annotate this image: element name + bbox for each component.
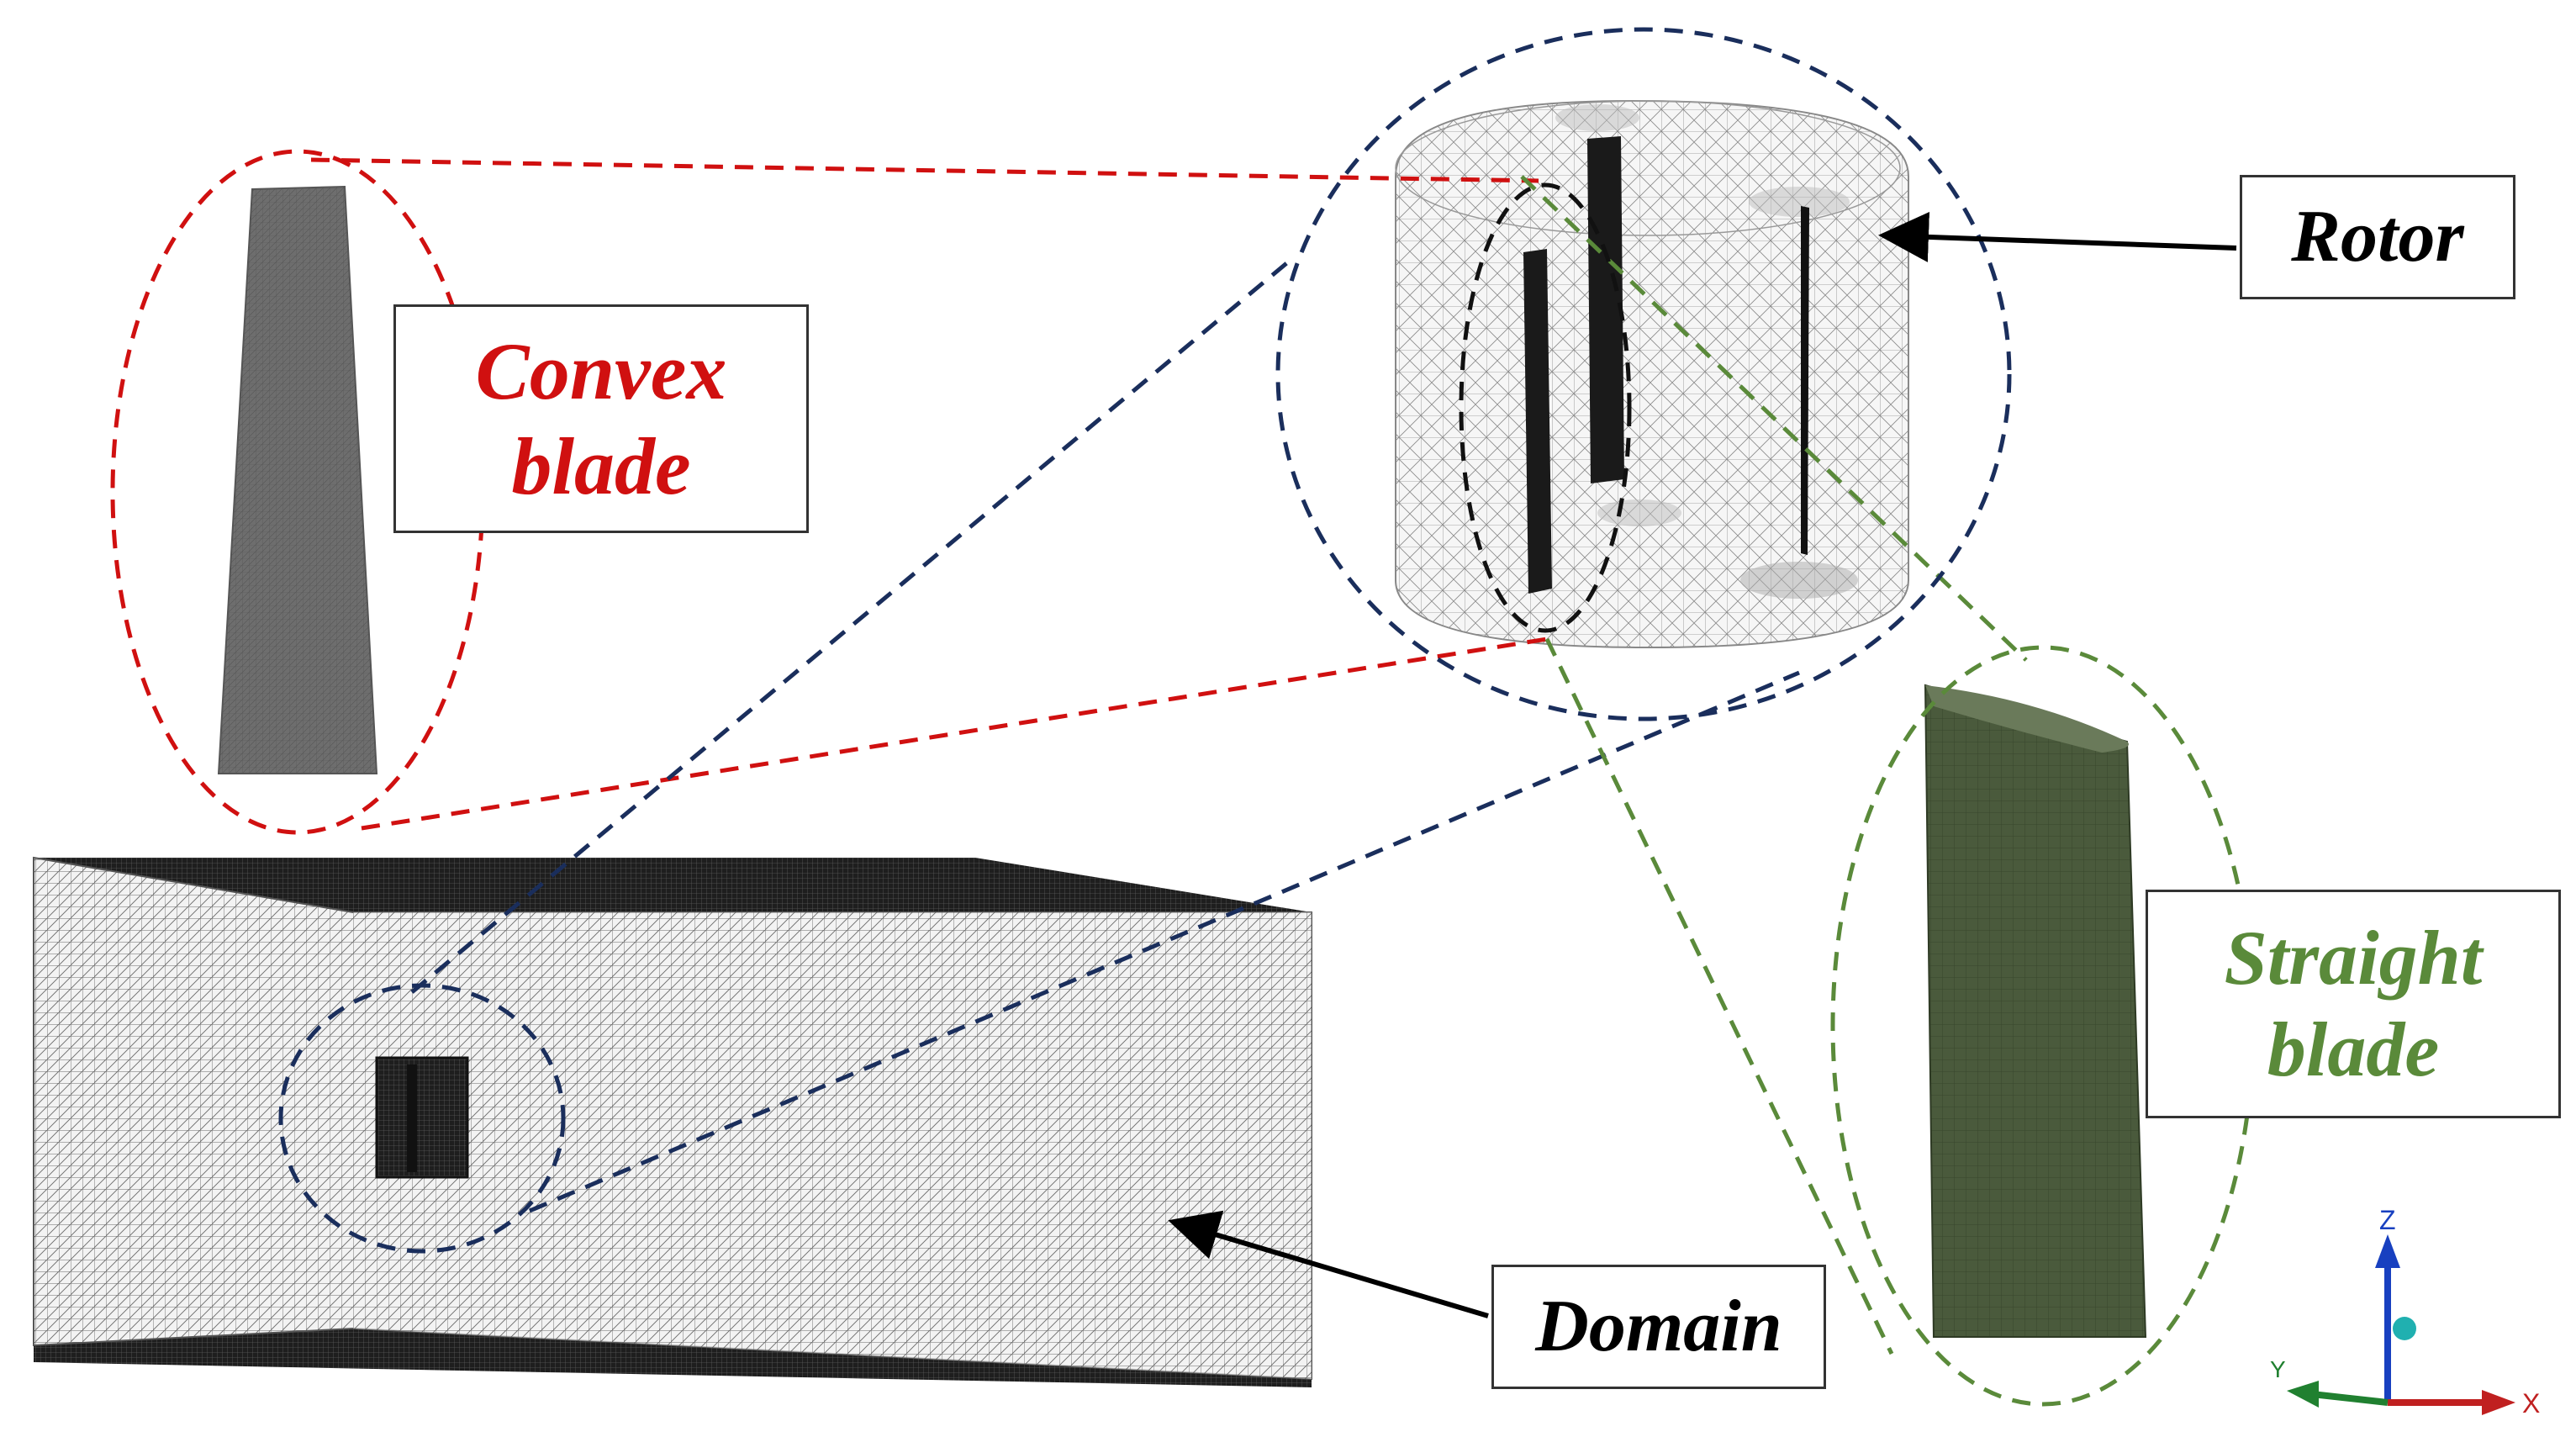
axis-triad [2287,1234,2515,1415]
straight-blade-mesh [1924,684,2147,1338]
rotor-label-text: Rotor [2291,196,2464,278]
convex-blade-label: Convex blade [393,304,809,533]
convex-blade-mesh [217,185,378,774]
domain-rotor-outline [278,983,566,1254]
straight-blade-label-line-2: blade [2267,1006,2440,1092]
straight-blade-label-line-1: Straight [2224,915,2483,1001]
convex-blade-label-line-1: Convex [475,325,727,416]
rotor-arrow [1878,211,2237,262]
axis-y-label: Y [2270,1356,2286,1382]
axis-x-label: X [2522,1388,2540,1419]
domain-label: Domain [1491,1265,1826,1389]
rotor-label: Rotor [2240,175,2515,299]
connector-lines [310,157,2028,1355]
rotor-outline [1275,27,2012,721]
domain-arrow [1168,1210,1489,1318]
straight-blade-label: Straight blade [2146,890,2561,1118]
convex-blade-label-line-2: blade [511,421,691,511]
blade-section-outline [1459,182,1632,633]
rotor-mesh [1395,99,1909,649]
domain-mesh [33,856,1312,1387]
domain-rotor-mini [375,1056,469,1179]
axis-z-label: Z [2379,1205,2396,1235]
domain-label-text: Domain [1535,1286,1782,1368]
